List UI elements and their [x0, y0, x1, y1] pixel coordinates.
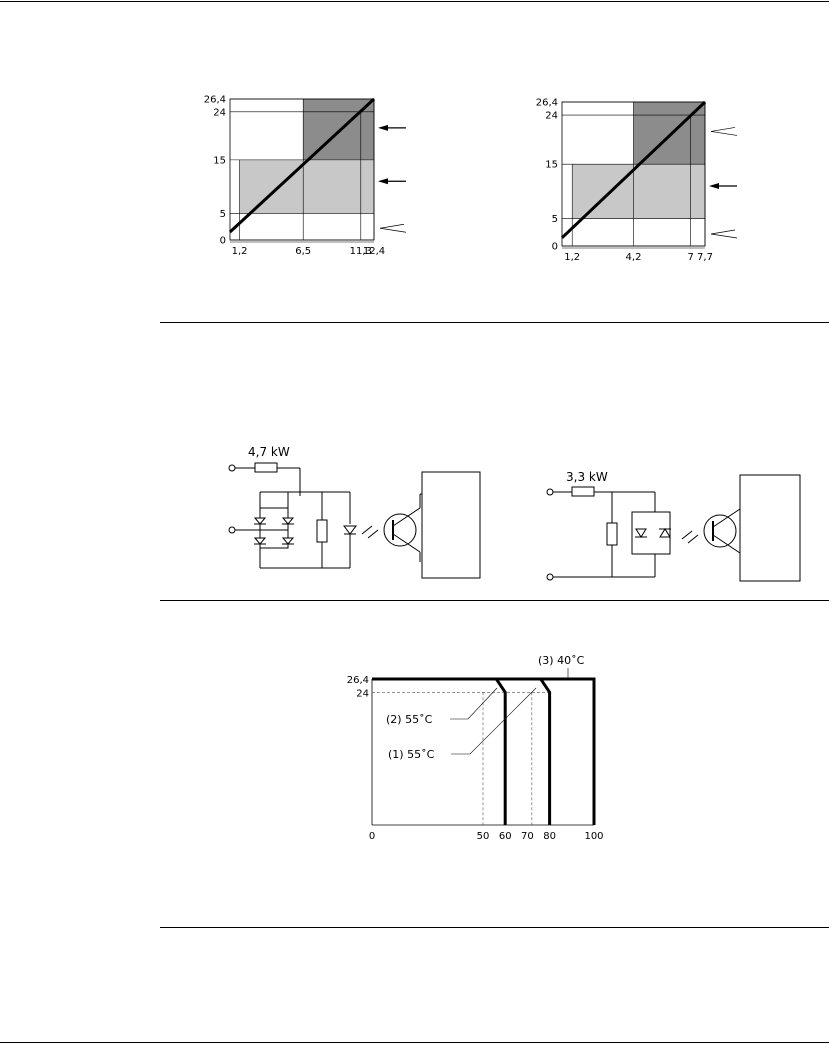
zone-arrow-0: [710, 131, 738, 136]
leader-2: [450, 687, 498, 720]
y-tick-label: 15: [213, 155, 226, 166]
y-tick-label: 24: [356, 688, 369, 699]
input-schematic-dc: 3,3 kW: [546, 470, 801, 582]
zone-arrow-head-0: [378, 124, 388, 131]
x-tick-label: 6,5: [295, 246, 311, 257]
bridge-rectifier: [259, 507, 289, 549]
zone-arrow-2: [710, 233, 738, 239]
top-rule: [0, 1, 829, 2]
x-tick-label: 50: [477, 831, 490, 842]
zone-arrow-head-2: [379, 223, 405, 229]
y-tick-label: 15: [545, 160, 558, 171]
led-block-right: [631, 511, 671, 555]
x-tick-label: 7,7: [697, 252, 713, 263]
x-tick-label: 12,4: [363, 246, 385, 257]
light-arrows-left: [361, 525, 379, 539]
characteristic-line: [560, 100, 707, 239]
series-label-3: (3) 40˚C: [538, 654, 585, 667]
zone-arrow-head-0: [710, 127, 736, 132]
y-tick-label: 0: [220, 236, 226, 247]
zone-arrow-head-2: [710, 229, 736, 235]
y-tick-label: 26,4: [347, 675, 369, 686]
y-tick-label: 24: [213, 107, 226, 118]
y-tick-label: 0: [552, 242, 558, 253]
zone-arrow-head-1: [378, 178, 388, 185]
derating-curve-1: [372, 677, 507, 825]
x-tick-label: 80: [543, 831, 556, 842]
bottom-rule: [0, 1042, 829, 1043]
section-rule-2: [160, 600, 829, 601]
logic-block-right: [739, 474, 801, 582]
x-tick-label: 1,2: [232, 246, 248, 257]
series-label-1: (1) 55˚C: [388, 748, 435, 761]
x-tick-label: 0: [369, 831, 375, 842]
section-rule-1: [160, 322, 829, 323]
bridge-diodes: [253, 517, 295, 545]
input-schematic-ac: 4,7 kW: [228, 445, 481, 579]
resistor-value-right: 3,3 kW: [566, 470, 608, 484]
series-label-2: (2) 55˚C: [386, 713, 433, 726]
resistor-value-left: 4,7 kW: [248, 445, 290, 459]
x-tick-label: 60: [499, 831, 512, 842]
y-tick-label: 24: [545, 111, 558, 122]
y-tick-label: 5: [220, 209, 226, 220]
y-tick-label: 26,4: [536, 98, 558, 109]
leader-1: [451, 687, 537, 755]
led-left: [343, 525, 357, 535]
zone-arrow-head-1: [709, 183, 719, 189]
characteristic-line: [228, 97, 376, 234]
derating-curve-2: [496, 677, 552, 825]
logic-block-left: [421, 471, 481, 579]
light-arrows-right: [681, 530, 699, 544]
zone-band-0: [572, 164, 705, 219]
y-tick-label: 5: [552, 214, 558, 225]
section-rule-3: [160, 927, 829, 928]
x-tick-label: 7: [688, 252, 694, 263]
x-tick-label: 70: [521, 831, 534, 842]
zone-arrow-2: [379, 227, 407, 233]
y-tick-label: 26,4: [204, 95, 226, 106]
x-tick-label: 4,2: [626, 252, 642, 263]
x-tick-label: 1,2: [564, 252, 580, 263]
x-tick-label: 11,3: [350, 246, 372, 257]
x-tick-label: 100: [584, 831, 603, 842]
